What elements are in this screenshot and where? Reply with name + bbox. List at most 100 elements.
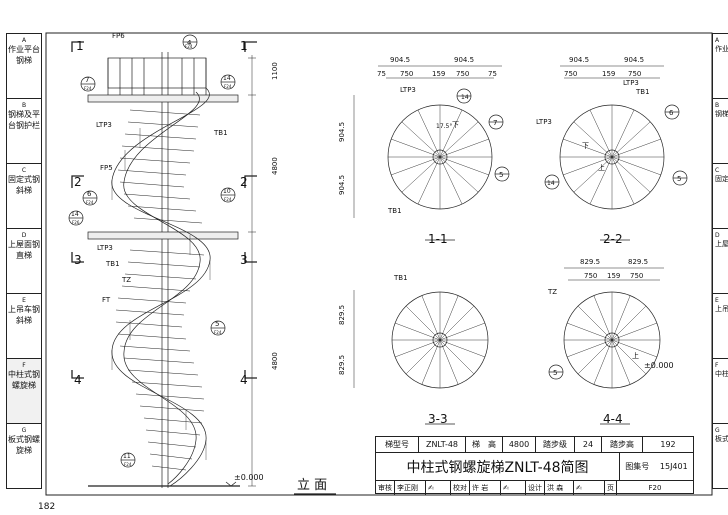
reviewer-signature: ✍ [426,481,451,495]
svg-text:TZ: TZ [121,276,131,284]
svg-text:下: 下 [582,142,589,150]
svg-text:17.5°: 17.5° [436,123,452,130]
svg-text:750: 750 [584,272,597,280]
svg-text:TZ: TZ [547,288,557,296]
svg-text:750: 750 [456,70,469,78]
atlas-number: 图集号 15J401 [625,462,688,471]
svg-text:4: 4 [74,373,82,387]
svg-text:7: 7 [85,76,89,84]
svg-text:TB1: TB1 [105,260,120,268]
svg-text:7: 7 [493,119,497,127]
svg-text:1: 1 [76,39,84,53]
svg-text:14: 14 [71,211,79,218]
title-block: 梯型号 ZNLT-48 梯 高 4800 踏步级 24 踏步高 192 中柱式钢… [375,436,694,495]
svg-text:±0.000: ±0.000 [644,361,674,370]
elevation-view [68,34,336,495]
svg-text:6: 6 [669,109,674,117]
plan-1-1 [353,65,510,241]
svg-text:904.5: 904.5 [454,56,474,64]
svg-text:904.5: 904.5 [390,56,410,64]
svg-text:TB1: TB1 [393,274,408,282]
svg-text:2: 2 [74,175,82,189]
svg-text:5: 5 [677,175,681,183]
svg-text:5: 5 [499,171,503,179]
svg-text:FT: FT [102,296,111,304]
svg-text:829.5: 829.5 [338,305,346,325]
svg-text:5: 5 [215,320,219,328]
plan-4-4-labels: 829.5 829.5 750 159 750 TZ 上 5 ±0.000 4-… [547,258,674,426]
svg-text:829.5: 829.5 [580,258,600,266]
svg-text:TB1: TB1 [635,88,650,96]
svg-text:750: 750 [400,70,413,78]
svg-text:F24: F24 [86,200,94,205]
svg-text:75: 75 [488,70,497,78]
svg-text:11: 11 [123,453,131,460]
designer-signature: ✍ [574,481,605,495]
plan-3-3 [353,290,489,425]
plan-2-2-labels: 904.5 904.5 750 159 750 LTP3 TB1 LTP3 下 … [536,56,681,246]
svg-text:±0.000: ±0.000 [234,473,264,482]
svg-text:TB1: TB1 [387,207,402,215]
checker-signature: ✍ [501,481,526,495]
svg-text:LTP3: LTP3 [623,79,639,87]
svg-text:4800: 4800 [271,352,279,370]
plan-4-4 [548,267,664,425]
svg-text:F24: F24 [214,330,222,335]
svg-text:下: 下 [452,121,459,129]
svg-text:2-2: 2-2 [603,232,623,246]
svg-text:F24: F24 [224,84,232,89]
svg-text:3-3: 3-3 [428,412,448,426]
svg-text:FP5: FP5 [100,164,113,172]
sheet-frame [45,32,713,496]
svg-text:LTP3: LTP3 [96,121,112,129]
svg-text:F24: F24 [84,86,92,91]
svg-text:TB1: TB1 [213,129,228,137]
elevation-labels: FP6 LTP3 TB1 FP5 LTP3 TB1 TZ FT 4 7 14 6… [71,32,327,493]
signature-row: 审核 李正刚 ✍ 校对 许 岩 ✍ 设计 洪 森 ✍ 页 F20 [376,481,693,495]
svg-text:F24: F24 [224,197,232,202]
svg-text:1100: 1100 [271,62,279,80]
svg-text:750: 750 [564,70,577,78]
svg-text:750: 750 [630,272,643,280]
svg-text:904.5: 904.5 [569,56,589,64]
svg-text:LTP3: LTP3 [536,118,552,126]
svg-text:159: 159 [607,272,620,280]
title-block-specs: 梯型号 ZNLT-48 梯 高 4800 踏步级 24 踏步高 192 [376,437,693,453]
svg-text:3: 3 [74,253,82,267]
drawing-title: 中柱式钢螺旋梯ZNLT-48简图 [376,453,620,480]
page-number: 182 [38,502,56,512]
svg-text:5: 5 [553,369,557,377]
svg-text:F24: F24 [185,44,193,49]
svg-text:4800: 4800 [271,157,279,175]
svg-text:14: 14 [547,180,555,187]
svg-text:904.5: 904.5 [624,56,644,64]
svg-text:上: 上 [598,163,605,172]
svg-text:LTP3: LTP3 [400,86,416,94]
svg-text:4-4: 4-4 [603,412,623,426]
svg-text:159: 159 [602,70,615,78]
svg-text:10: 10 [223,188,231,195]
svg-text:904.5: 904.5 [338,175,346,195]
svg-text:6: 6 [87,190,92,198]
svg-text:1: 1 [240,39,248,53]
svg-text:14: 14 [223,75,231,82]
svg-text:14: 14 [461,94,469,101]
plan-3-3-labels: TB1 829.5 829.5 3-3 [338,274,448,426]
svg-text:1-1: 1-1 [428,232,448,246]
svg-text:2: 2 [240,175,248,189]
svg-text:LTP3: LTP3 [97,244,113,252]
svg-text:F24: F24 [124,462,132,467]
svg-text:3: 3 [240,253,248,267]
svg-text:75: 75 [377,70,386,78]
svg-text:上: 上 [632,351,639,360]
plan-2-2 [544,65,688,241]
